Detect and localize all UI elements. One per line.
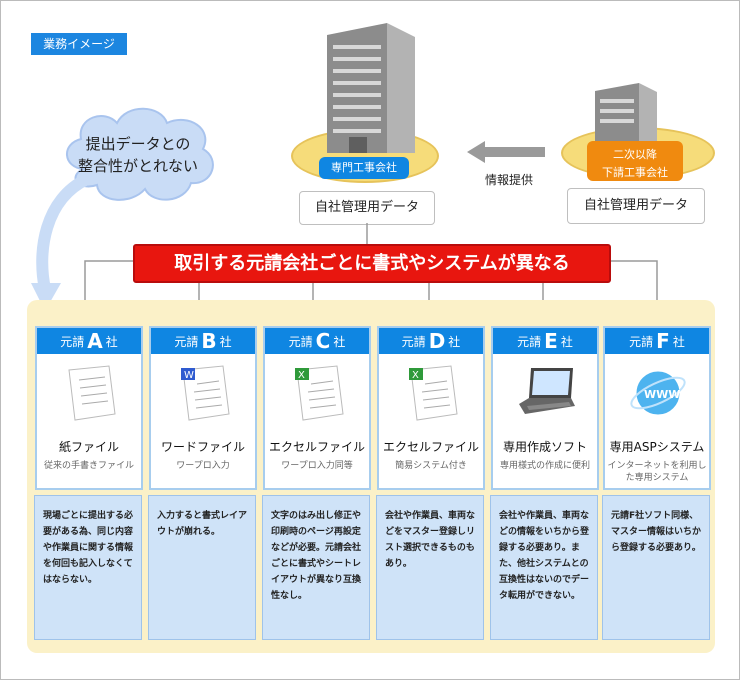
contractor-prefix: 元請 [629,335,654,349]
contractor-format-name: エクセルファイル [382,440,479,454]
sub-company-data-label: 自社管理用データ [567,188,705,224]
contractor-note-d: 会社や作業員、車両などをマスター登録しリスト選択できるものもあり。 [376,495,484,640]
svg-text:X: X [298,370,305,381]
contractor-format-sub: ワープロ入力 [176,461,230,471]
contractor-note-e: 会社や作業員、車両などの情報をいちから登録する必要あり。また、他社システムとの互… [490,495,598,640]
contractor-prefix: 元請 [401,335,426,349]
contractor-note-f: 元請F社ソフト同様、マスター情報はいちから登録する必要あり。 [602,495,710,640]
paper-document-icon [59,362,121,424]
contractor-format-sub: 簡易システム付き [395,461,467,471]
contractor-format-name: ワードファイル [160,440,245,454]
sub-company-label-line1: 二次以降 [613,148,657,161]
contractor-letter: F [656,329,670,353]
main-company-label: 専門工事会社 [319,157,409,179]
contractor-format-sub: 従来の手書きファイル [43,461,134,471]
contractor-letter: C [315,329,331,353]
contractor-note-c: 文字のはみ出し修正や印刷時のページ再設定などが必要。元請会社ごとに書式やシートレ… [262,495,370,640]
speech-cloud: 提出データとの 整合性がとれない [53,99,223,209]
contractor-prefix: 元請 [174,335,199,349]
cloud-shape [66,107,214,201]
contractor-letter: D [428,329,446,353]
contractor-format-name: 専用ASPシステム [609,440,705,454]
word-document-icon: W [173,362,235,424]
contractor-suffix: 社 [560,335,573,349]
main-banner: 取引する元請会社ごとに書式やシステムが異なる [133,244,611,283]
svg-text:X: X [412,370,419,381]
svg-text:W: W [184,370,194,381]
contractor-format-name: エクセルファイル [268,440,365,454]
contractor-prefix: 元請 [60,335,85,349]
excel-document-icon: X [287,362,349,424]
contractor-format-name: 専用作成ソフト [502,440,587,454]
contractor-format-sub: インターネットを利用した専用システム [607,461,707,483]
excel-document-icon: X [401,362,463,424]
www-globe-icon: WWW [627,362,689,424]
section-tag: 業務イメージ [31,33,127,55]
arrow-label: 情報提供 [484,173,533,187]
laptop-icon [515,362,577,424]
cloud-line2: 整合性がとれない [77,157,198,175]
sub-company-label: 二次以降 下請工事会社 [587,141,683,181]
main-building-icon [327,23,415,153]
contractor-suffix: 社 [333,335,346,349]
contractor-prefix: 元請 [517,335,542,349]
contractor-letter: B [201,329,217,353]
left-arrow-icon [467,141,545,163]
contractor-format-name: 紙ファイル [58,440,119,454]
contractor-letter: E [544,329,558,353]
contractor-suffix: 社 [672,335,685,349]
contractor-letter: A [87,329,103,353]
contractor-note-a: 現場ごとに提出する必要がある為、同じ内容や作業員に関する情報を何回も記入しなくて… [34,495,142,640]
contractor-prefix: 元請 [288,335,313,349]
contractor-suffix: 社 [219,335,232,349]
curved-arrow-icon [31,173,90,311]
svg-text:WWW: WWW [644,388,680,401]
contractor-note-b: 入力すると書式レイアウトが崩れる。 [148,495,256,640]
sub-company-label-line2: 下請工事会社 [602,166,668,179]
contractor-format-sub: 専用様式の作成に便利 [499,461,590,471]
contractor-suffix: 社 [105,335,118,349]
contractor-format-sub: ワープロ入力同等 [281,461,353,471]
sub-building-icon [595,83,657,141]
cloud-line1: 提出データとの [85,135,191,153]
contractor-suffix: 社 [448,335,461,349]
